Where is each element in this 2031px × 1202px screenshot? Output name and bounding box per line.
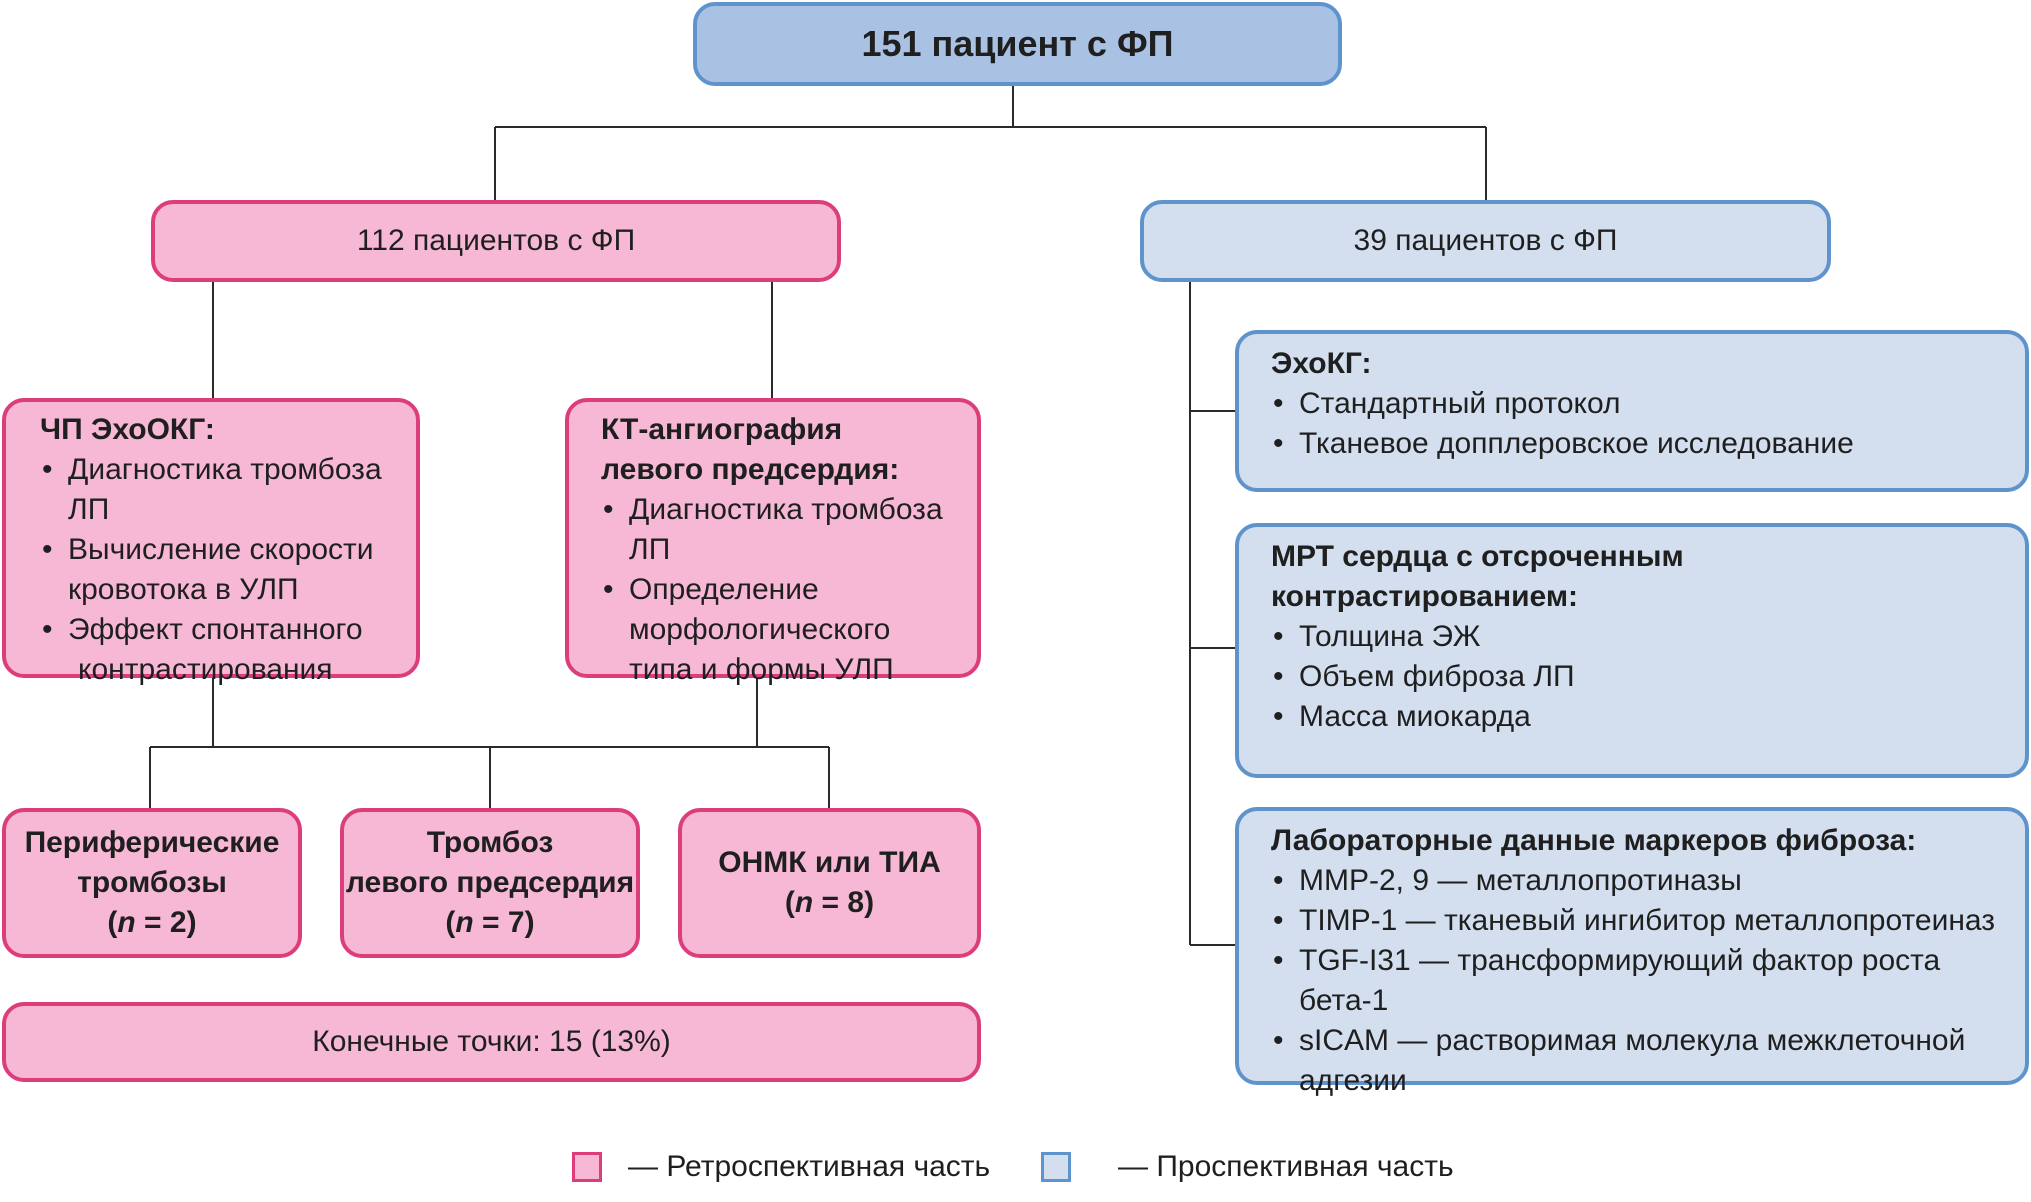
- echo-title: ЭхоКГ:: [1271, 347, 1372, 380]
- lab-item: MMP-2, 9 — металлопротиназы: [1271, 861, 2025, 901]
- tee-node: ЧП ЭхоОКГ: Диагностика тромбоза ЛП Вычис…: [2, 398, 420, 686]
- mri-item: Масса миокарда: [1271, 697, 2025, 737]
- lab-item-cont: адгезии: [1299, 1064, 1407, 1097]
- ct-item-cont: типа и формы УЛП: [629, 653, 894, 686]
- lab-node: Лабораторные данные маркеров фиброза: MM…: [1235, 807, 2029, 1097]
- tee-item: Диагностика тромбоза ЛП: [40, 450, 416, 530]
- mri-node: МРТ сердца с отсроченным контрастировани…: [1235, 523, 2029, 778]
- outcome-line: левого предсердия: [345, 866, 635, 899]
- ct-item: Диагностика тромбоза ЛП: [601, 490, 977, 570]
- lab-title: Лабораторные данные маркеров фиброза:: [1271, 824, 1917, 857]
- outcome-n: (n = 2): [107, 906, 197, 939]
- ct-title: левого предсердия:: [601, 453, 900, 486]
- legend-label-pro: — Проспективная часть: [1118, 1150, 1454, 1183]
- retro-label: 112 пациентов с ФП: [356, 224, 636, 257]
- lab-item: sICAM — растворимая молекула межклеточно…: [1271, 1021, 2025, 1061]
- retro-node: 112 пациентов с ФП: [151, 200, 841, 282]
- tee-item-cont: кровотока в УЛП: [68, 573, 299, 606]
- mri-item: Объем фиброза ЛП: [1271, 657, 2025, 697]
- outcome-n: (n = 7): [445, 906, 535, 939]
- ct-node: КТ-ангиография левого предсердия: Диагно…: [565, 398, 981, 686]
- root-label: 151 пациент с ФП: [861, 23, 1174, 64]
- outcome-stroke: ОНМК или ТИА (n = 8): [678, 808, 981, 958]
- echo-node: ЭхоКГ: Стандартный протокол Тканевое доп…: [1235, 330, 2029, 492]
- legend-swatch-retro: [572, 1152, 602, 1182]
- echo-item: Стандартный протокол: [1271, 384, 2025, 424]
- ct-item: Определение: [601, 570, 977, 610]
- outcome-peripheral: Периферические тромбозы (n = 2): [2, 808, 302, 958]
- tee-title: ЧП ЭхоОКГ:: [40, 413, 215, 446]
- outcome-line: ОНМК или ТИА: [718, 846, 941, 879]
- legend-swatch-pro: [1041, 1152, 1071, 1182]
- outcome-line: Периферические: [24, 826, 280, 859]
- pro-label: 39 пациентов с ФП: [1353, 224, 1618, 257]
- lab-item: TIMP-1 — тканевый ингибитор металлопроте…: [1271, 901, 2025, 941]
- mri-title: контрастированием:: [1271, 580, 1579, 613]
- outcome-line: Тромбоз: [426, 826, 554, 859]
- lab-item: TGF-I31 — трансформирующий фактор роста …: [1271, 941, 2025, 1021]
- endpoints-node: Конечные точки: 15 (13%): [2, 1002, 981, 1082]
- outcome-line: тромбозы: [77, 866, 227, 899]
- pro-node: 39 пациентов с ФП: [1140, 200, 1831, 282]
- tee-item: Вычисление скорости: [40, 530, 416, 570]
- ct-item-cont: морфологического: [629, 613, 891, 646]
- echo-item: Тканевое допплеровское исследование: [1271, 424, 2025, 464]
- tee-item-cont: контрастирования: [78, 653, 333, 686]
- mri-item: Толщина ЭЖ: [1271, 617, 2025, 657]
- endpoints-label: Конечные точки: 15 (13%): [312, 1025, 671, 1058]
- root-node: 151 пациент с ФП: [693, 2, 1342, 86]
- outcome-la-thrombus: Тромбоз левого предсердия (n = 7): [340, 808, 640, 958]
- legend-label-retro: — Ретроспективная часть: [628, 1150, 991, 1183]
- ct-title: КТ-ангиография: [601, 413, 843, 446]
- mri-title: МРТ сердца с отсроченным: [1271, 540, 1684, 573]
- tee-item: Эффект спонтанного: [40, 610, 416, 650]
- outcome-n: (n = 8): [784, 886, 875, 919]
